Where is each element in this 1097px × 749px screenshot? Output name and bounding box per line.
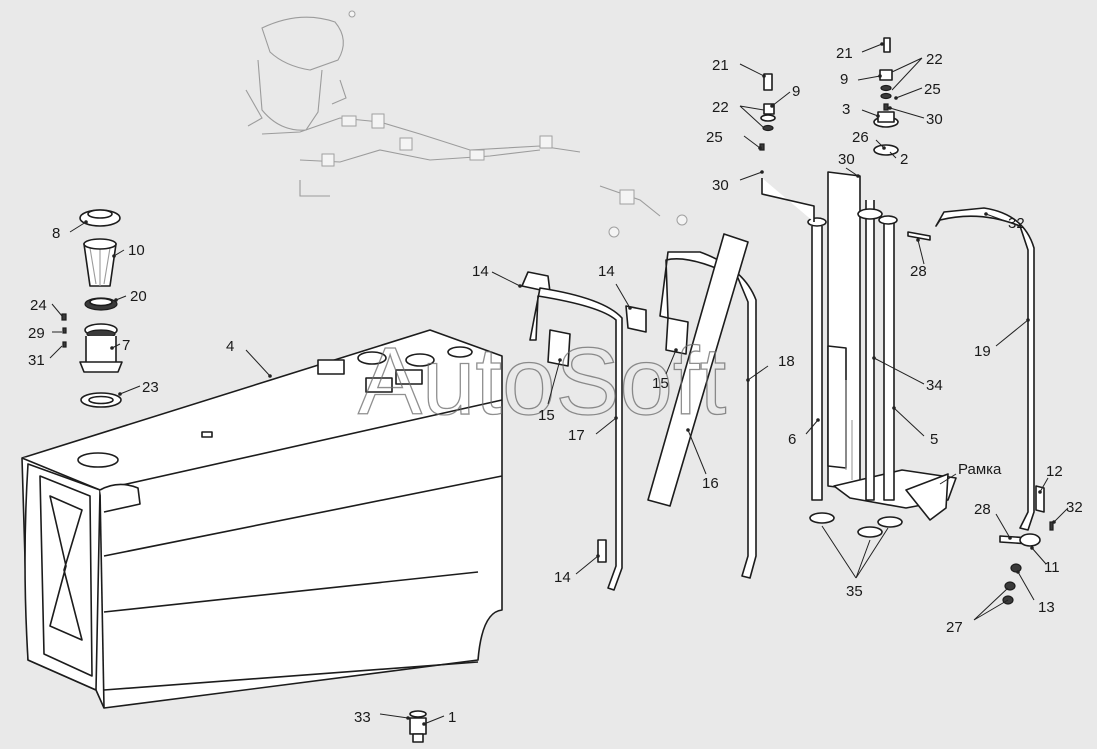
background-assembly bbox=[245, 10, 688, 238]
callout-8: 8 bbox=[52, 225, 60, 242]
callout-34: 34 bbox=[926, 377, 943, 394]
level-sender-assembly bbox=[759, 37, 957, 538]
callout-25a: 25 bbox=[706, 129, 723, 146]
callout-9b: 9 bbox=[840, 71, 848, 88]
callout-17: 17 bbox=[568, 427, 585, 444]
callout-33: 33 bbox=[354, 709, 371, 726]
callout-31: 31 bbox=[28, 352, 45, 369]
callout-9a: 9 bbox=[792, 83, 800, 100]
callout-22a: 22 bbox=[712, 99, 729, 116]
callout-5: 5 bbox=[930, 431, 938, 448]
callout-2: 2 bbox=[900, 151, 908, 168]
callout-frame: Рамка bbox=[958, 461, 1002, 478]
callout-labels: 1 2 3 4 5 6 7 8 9 9 10 11 12 13 14 14 14… bbox=[28, 45, 1083, 726]
callout-1: 1 bbox=[448, 709, 456, 726]
drain-plug bbox=[409, 710, 427, 743]
callout-4: 4 bbox=[226, 338, 234, 355]
fuel-tank bbox=[21, 329, 503, 709]
callout-6: 6 bbox=[788, 431, 796, 448]
callout-28b: 28 bbox=[974, 501, 991, 518]
callout-13: 13 bbox=[1038, 599, 1055, 616]
callout-15b: 15 bbox=[652, 375, 669, 392]
callout-12: 12 bbox=[1046, 463, 1063, 480]
callout-30a: 30 bbox=[712, 177, 729, 194]
tank-straps bbox=[521, 233, 757, 591]
callout-3: 3 bbox=[842, 101, 850, 118]
callout-10: 10 bbox=[128, 242, 145, 259]
leader-dots bbox=[84, 42, 1056, 726]
callout-27: 27 bbox=[946, 619, 963, 636]
callout-25b: 25 bbox=[924, 81, 941, 98]
callout-28a: 28 bbox=[910, 263, 927, 280]
callout-11: 11 bbox=[1044, 559, 1060, 576]
callout-14c: 14 bbox=[554, 569, 571, 586]
leader-lines bbox=[49, 43, 1069, 725]
callout-26: 26 bbox=[852, 129, 869, 146]
callout-30c: 30 bbox=[926, 111, 943, 128]
callout-22b: 22 bbox=[926, 51, 943, 68]
callout-20: 20 bbox=[130, 288, 147, 305]
callout-32b: 32 bbox=[1066, 499, 1083, 516]
callout-35: 35 bbox=[846, 583, 863, 600]
callout-32a: 32 bbox=[1008, 215, 1025, 232]
callout-14b: 14 bbox=[598, 263, 615, 280]
filler-neck-stack bbox=[61, 209, 123, 408]
callout-15a: 15 bbox=[538, 407, 555, 424]
callout-21b: 21 bbox=[836, 45, 853, 62]
callout-24: 24 bbox=[30, 297, 47, 314]
callout-21a: 21 bbox=[712, 57, 729, 74]
callout-30b: 30 bbox=[838, 151, 855, 168]
callout-29: 29 bbox=[28, 325, 45, 342]
callout-18: 18 bbox=[778, 353, 795, 370]
callout-14a: 14 bbox=[472, 263, 489, 280]
callout-7: 7 bbox=[122, 337, 130, 354]
callout-16: 16 bbox=[702, 475, 719, 492]
callout-23: 23 bbox=[142, 379, 159, 396]
callout-19: 19 bbox=[974, 343, 991, 360]
watermark-text: AutoSoft bbox=[358, 328, 726, 435]
right-bracket bbox=[907, 207, 1054, 605]
